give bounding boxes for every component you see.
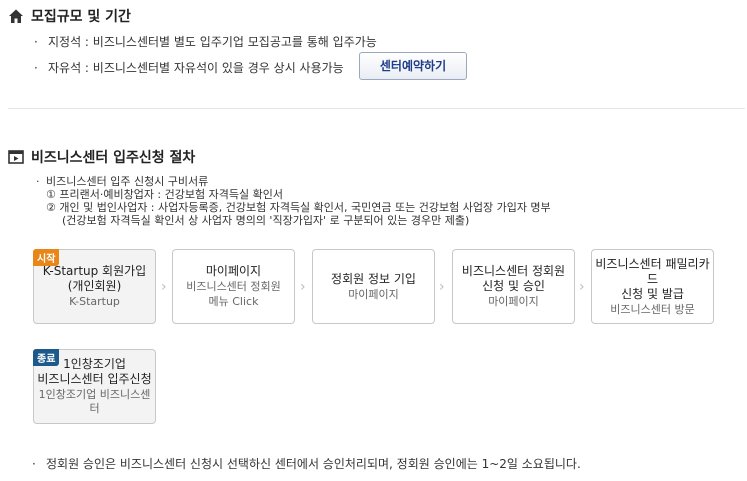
free-seat-item: ·자유석 : 비즈니스센터별 자유석이 있을 경우 상시 사용가능 [34, 61, 344, 75]
step-final-application: 종료 1인창조기업 비즈니스센터 입주신청 1인창조기업 비즈니스센터 [33, 349, 156, 424]
center-reserve-button[interactable]: 센터예약하기 [359, 52, 467, 80]
process-icon [8, 149, 24, 165]
docs-title: ·비즈니스센터 입주 신청시 구비서류 [36, 175, 209, 188]
step-member-approval: 비즈니스센터 정회원 신청 및 승인 마이페이지 [452, 249, 575, 324]
recruit-title-text: 모집규모 및 기간 [31, 9, 131, 25]
fixed-seat-item: ·지정석 : 비즈니스센터별 별도 입주기업 모집공고를 통해 입주가능 [34, 35, 377, 49]
step-arrow-2: › [300, 279, 306, 295]
step-arrow-3: › [439, 279, 445, 295]
step-member-info: 정회원 정보 기입 마이페이지 [312, 249, 435, 324]
approval-note-text: 정회원 승인은 비즈니스센터 신청시 선택하신 센터에서 승인처리되며, 정회원… [46, 457, 581, 471]
approval-note: ·정회원 승인은 비즈니스센터 신청시 선택하신 센터에서 승인처리되며, 정회… [32, 457, 581, 471]
free-seat-text: 자유석 : 비즈니스센터별 자유석이 있을 경우 상시 사용가능 [48, 61, 344, 75]
doc-item-2: ② 개인 및 법인사업자 : 사업자등록증, 건강보험 자격득실 확인서, 국민… [46, 201, 551, 214]
fixed-seat-text: 지정석 : 비즈니스센터별 별도 입주기업 모집공고를 통해 입주가능 [48, 35, 377, 49]
section-divider [8, 108, 745, 109]
step-family-card: 비즈니스센터 패밀리카드 신청 및 발급 비즈니스센터 방문 [591, 249, 714, 324]
doc-item-2-note: (건강보험 자격득실 확인서 상 사업자 명의의 '직장가입자' 로 구분되어 … [62, 214, 470, 227]
step-arrow-1: › [161, 279, 167, 295]
doc-item-1: ① 프리랜서·예비창업자 : 건강보험 자격득실 확인서 [46, 188, 283, 201]
step-mypage: 마이페이지 비즈니스센터 정회원 메뉴 Click [172, 249, 295, 324]
recruit-section-title: 모집규모 및 기간 [8, 6, 131, 26]
end-badge: 종료 [33, 349, 60, 366]
home-icon [8, 8, 24, 24]
procedure-section-title: 비즈니스센터 입주신청 절차 [8, 147, 195, 167]
start-badge: 시작 [33, 249, 60, 266]
step-arrow-4: › [579, 279, 585, 295]
step-signup: 시작 K-Startup 회원가입 (개인회원) K-Startup [33, 249, 156, 324]
procedure-title-text: 비즈니스센터 입주신청 절차 [31, 150, 196, 166]
